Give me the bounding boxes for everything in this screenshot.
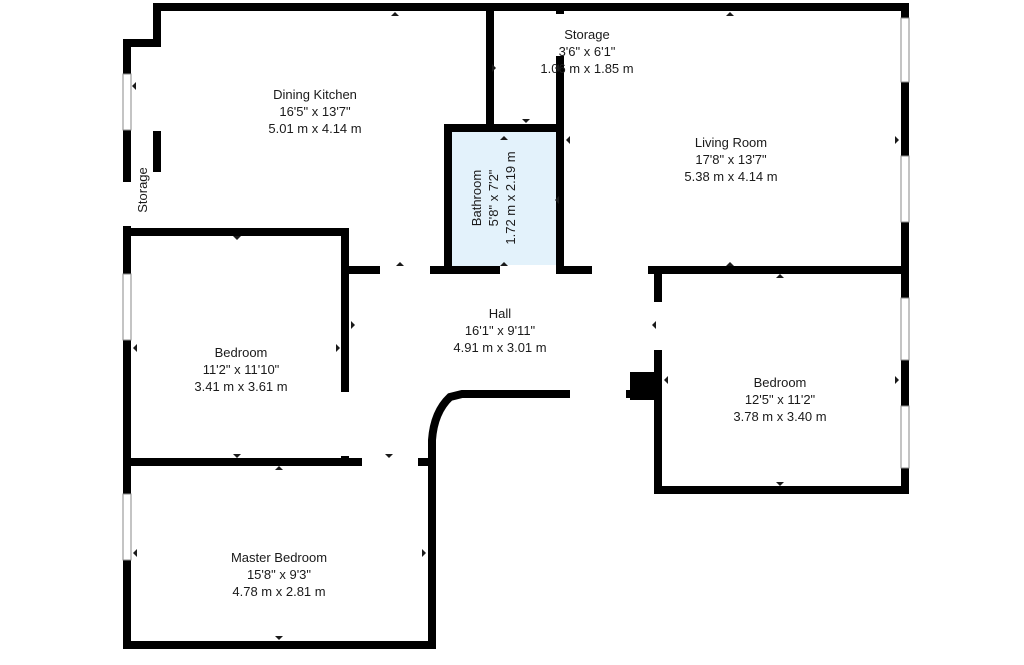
room-storage-top: Storage 3'6" x 6'1" 1.06 m x 1.85 m <box>540 27 633 76</box>
room-dimensions-metric: 1.06 m x 1.85 m <box>540 61 633 76</box>
door-openings <box>122 14 663 467</box>
arrow-icon <box>664 376 668 384</box>
room-dimensions-imperial: 15'8" x 9'3" <box>247 567 311 582</box>
room-hall: Hall 16'1" x 9'11" 4.91 m x 3.01 m <box>453 306 546 355</box>
arrow-icon <box>726 12 734 16</box>
window-kitchen <box>122 73 132 131</box>
room-bedroom-left: Bedroom 11'2" x 11'10" 3.41 m x 3.61 m <box>194 345 287 394</box>
room-dimensions-imperial: 3'6" x 6'1" <box>559 44 616 59</box>
arrow-icon <box>895 376 899 384</box>
windows <box>122 17 910 561</box>
wall-pillar <box>630 372 658 400</box>
arrow-icon <box>895 136 899 144</box>
room-name: Bathroom <box>469 170 484 226</box>
room-dimensions-imperial: 11'2" x 11'10" <box>203 362 280 377</box>
room-dimensions-imperial: 5'8" x 7'2" <box>486 169 501 226</box>
arrow-icon <box>275 466 283 470</box>
arrow-icon <box>385 454 393 458</box>
room-dimensions-metric: 1.72 m x 2.19 m <box>503 151 518 244</box>
room-dimensions-metric: 5.01 m x 4.14 m <box>268 121 361 136</box>
room-name: Storage <box>135 167 150 213</box>
arrow-icon <box>391 12 399 16</box>
room-dimensions-metric: 4.91 m x 3.01 m <box>453 340 546 355</box>
arrow-icon <box>522 119 530 123</box>
room-living-room: Living Room 17'8" x 13'7" 5.38 m x 4.14 … <box>684 135 777 184</box>
room-name: Living Room <box>695 135 767 150</box>
arrow-icon <box>555 196 559 204</box>
arrow-icon <box>652 321 656 329</box>
arrow-icon <box>500 262 508 266</box>
arrow-icon <box>133 344 137 352</box>
bathroom-fill <box>450 130 556 267</box>
room-dimensions-imperial: 12'5" x 11'2" <box>745 392 816 407</box>
arrow-icon <box>726 262 734 266</box>
room-dimensions-imperial: 16'1" x 9'11" <box>465 323 536 338</box>
arrow-icon <box>275 636 283 640</box>
arrow-icon <box>492 64 496 72</box>
room-dimensions-imperial: 17'8" x 13'7" <box>695 152 767 167</box>
window-bedroom-right-1 <box>900 297 910 361</box>
room-dimensions-metric: 5.38 m x 4.14 m <box>684 169 777 184</box>
window-living-1 <box>900 17 910 83</box>
arrow-icon <box>351 321 355 329</box>
arrow-icon <box>233 454 241 458</box>
room-name: Storage <box>564 27 610 42</box>
room-dimensions-metric: 4.78 m x 2.81 m <box>232 584 325 599</box>
room-storage-left: Storage <box>135 167 150 213</box>
window-living-2 <box>900 155 910 223</box>
window-bedroom-left <box>122 273 132 341</box>
arrow-icon <box>555 64 559 72</box>
room-bedroom-right: Bedroom 12'5" x 11'2" 3.78 m x 3.40 m <box>733 375 826 424</box>
measurement-arrows <box>132 12 899 640</box>
room-bathroom: Bathroom 5'8" x 7'2" 1.72 m x 2.19 m <box>469 151 518 244</box>
arrow-icon <box>422 549 426 557</box>
arrow-icon <box>133 549 137 557</box>
room-name: Hall <box>489 306 512 321</box>
arrow-icon <box>396 262 404 266</box>
room-name: Master Bedroom <box>231 550 327 565</box>
arrow-icon <box>776 482 784 486</box>
room-dimensions-imperial: 16'5" x 13'7" <box>279 104 351 119</box>
room-dining-kitchen: Dining Kitchen 16'5" x 13'7" 5.01 m x 4.… <box>268 87 361 136</box>
arrow-icon <box>776 274 784 278</box>
arrow-icon <box>566 136 570 144</box>
arrow-icon <box>500 136 508 140</box>
walls <box>123 3 909 649</box>
arrow-icon <box>233 236 241 240</box>
window-bedroom-right-2 <box>900 405 910 469</box>
room-name: Bedroom <box>215 345 268 360</box>
room-name: Dining Kitchen <box>273 87 357 102</box>
room-master-bedroom: Master Bedroom 15'8" x 9'3" 4.78 m x 2.8… <box>231 550 327 599</box>
arrow-icon <box>336 344 340 352</box>
room-name: Bedroom <box>754 375 807 390</box>
window-master <box>122 493 132 561</box>
room-dimensions-metric: 3.41 m x 3.61 m <box>194 379 287 394</box>
room-dimensions-metric: 3.78 m x 3.40 m <box>733 409 826 424</box>
arrow-icon <box>132 82 136 90</box>
